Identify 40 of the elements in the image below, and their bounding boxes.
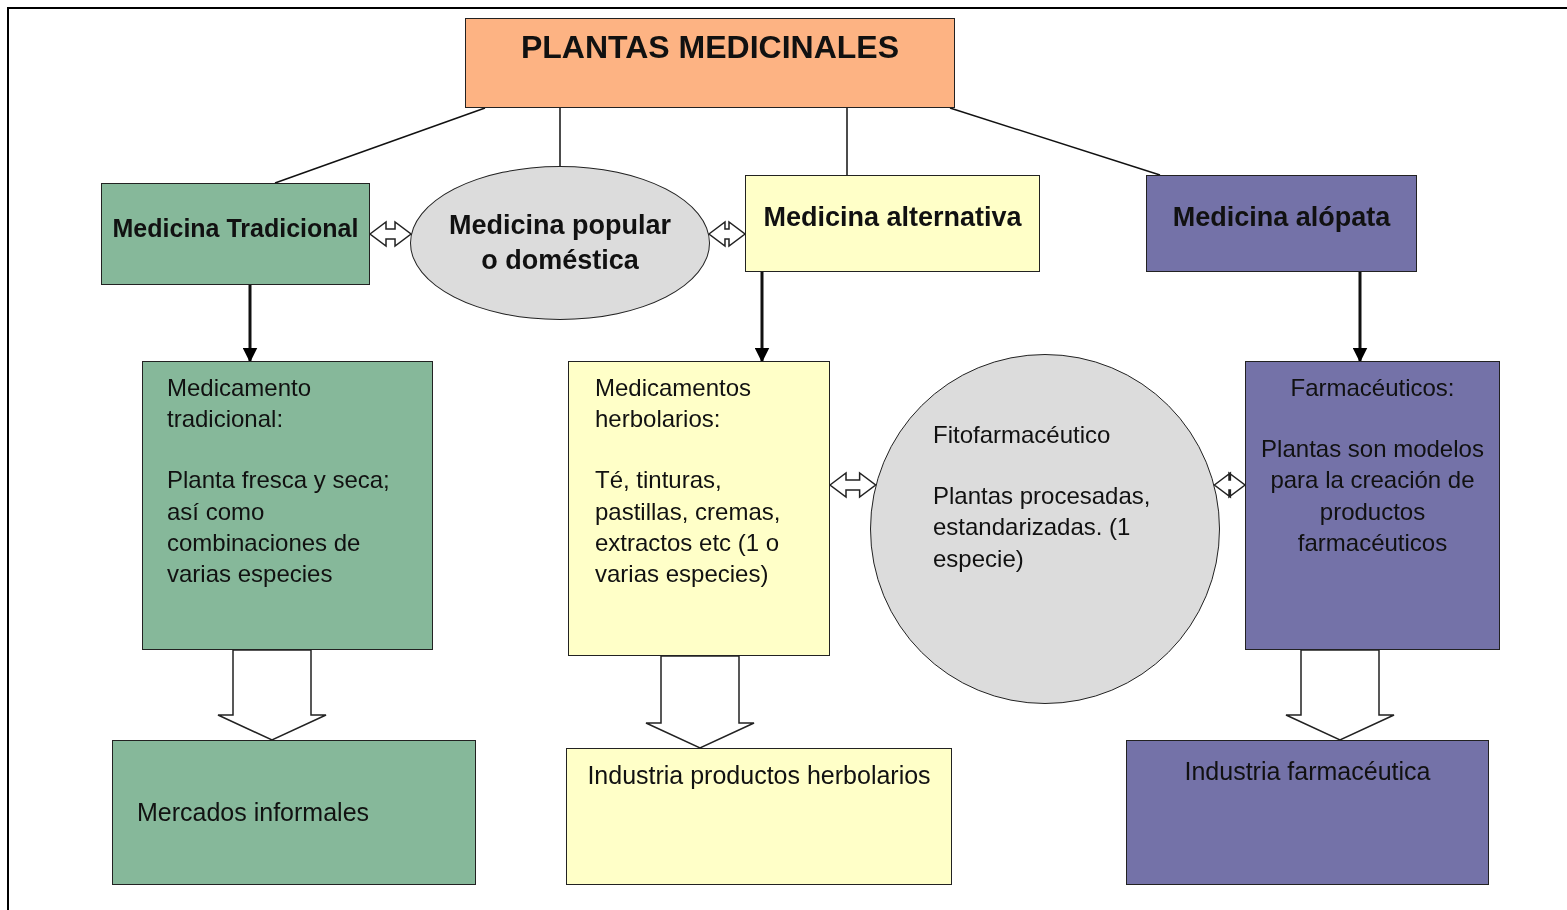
product-box	[568, 361, 830, 656]
connector-line	[559, 107, 561, 167]
block-arrow	[368, 220, 413, 248]
node-label: Industria productos herbolarios	[586, 760, 932, 791]
block-arrow	[707, 220, 747, 248]
node-label: Medicina Tradicional	[111, 212, 360, 244]
connector-line	[949, 107, 1161, 176]
node-description: Planta fresca y seca; así como combinaciones de varias especies	[167, 465, 391, 589]
arrow	[1352, 272, 1368, 363]
title-box	[465, 18, 955, 108]
category-box	[745, 175, 1040, 272]
industry-box	[566, 748, 952, 885]
node-description: Té, tinturas, pastillas, cremas, extractos etc (1 o varias especies)	[595, 465, 782, 589]
block-arrow	[1213, 471, 1247, 499]
node-label: Mercados informales	[137, 797, 371, 829]
node-label: Medicina popular o doméstica	[448, 208, 672, 277]
node-heading: Farmacéuticos:	[1289, 373, 1456, 403]
industry-box	[1126, 740, 1489, 885]
node-label: PLANTAS MEDICINALES	[519, 28, 901, 67]
market-box	[112, 740, 476, 885]
arrow	[754, 272, 770, 363]
block-arrow	[217, 649, 327, 741]
block-arrow	[645, 655, 755, 749]
category-box	[1146, 175, 1417, 272]
node-description: Plantas son modelos para la creación de productos farmacéuticos	[1260, 434, 1485, 558]
block-arrow	[1285, 649, 1395, 741]
connector-line	[846, 107, 848, 176]
block-arrow	[828, 471, 877, 499]
node-description: Plantas procesadas, estandarizadas. (1 especie)	[933, 481, 1152, 574]
connector-line	[274, 107, 486, 184]
category-box	[101, 183, 370, 285]
node-label: Industria farmacéutica	[1183, 756, 1432, 787]
product-box	[142, 361, 433, 650]
node-heading: Medicamento tradicional:	[167, 373, 313, 435]
node-label: Medicina alópata	[1171, 200, 1392, 234]
arrow	[242, 285, 258, 363]
node-label: Medicina alternativa	[762, 200, 1023, 234]
node-heading: Fitofarmacéutico	[933, 420, 1112, 450]
product-box	[1245, 361, 1500, 650]
node-heading: Medicamentos herbolarios:	[595, 373, 753, 435]
